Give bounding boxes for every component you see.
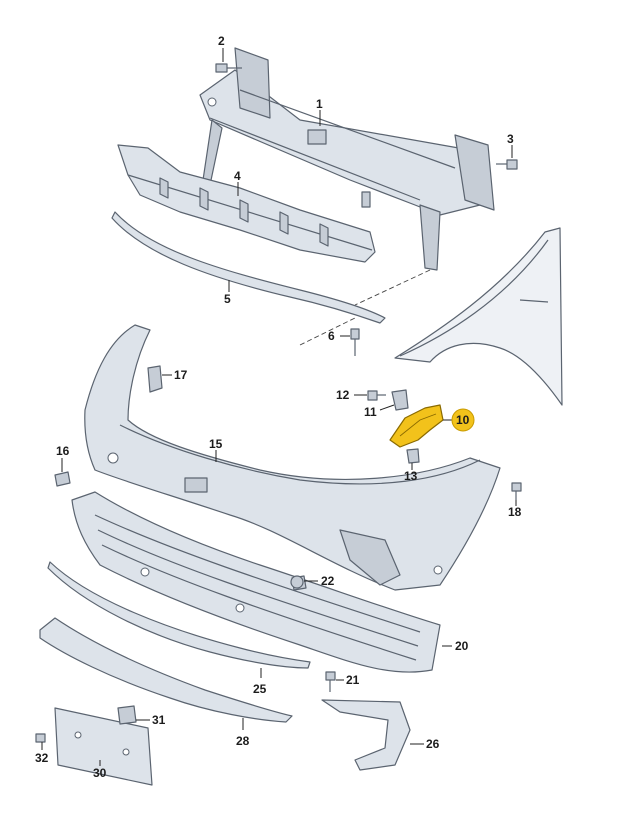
license-plate-holder (54, 707, 153, 786)
callout-6: 6 (328, 329, 350, 343)
screw-18 (511, 482, 522, 500)
upper-strip (111, 211, 386, 324)
callout-label: 5 (224, 292, 231, 306)
callout-label: 2 (218, 34, 225, 48)
callout-label: 6 (328, 329, 335, 343)
lower-grille (71, 491, 441, 673)
bracket-11 (391, 389, 409, 411)
guide-bracket-highlighted (389, 404, 444, 448)
callout-21: 21 (336, 673, 360, 687)
callout-12: 12 (336, 388, 367, 402)
callout-label: 20 (455, 639, 469, 653)
callout-1: 1 (316, 97, 323, 126)
callout-label: 31 (152, 713, 166, 727)
callout-32: 32 (35, 742, 49, 765)
nut-22 (290, 575, 304, 589)
callout-label: 17 (174, 368, 188, 382)
callout-5: 5 (224, 280, 231, 306)
callout-15: 15 (209, 437, 223, 462)
callout-13: 13 (404, 463, 418, 483)
callout-label: 28 (236, 734, 250, 748)
callout-label: 4 (234, 169, 241, 183)
bracket-17 (147, 365, 163, 393)
callout-25: 25 (253, 668, 267, 696)
lower-spoiler (39, 617, 293, 723)
callout-label: 11 (364, 405, 377, 419)
screw-32 (35, 733, 46, 743)
guide-line (354, 269, 431, 306)
callout-17: 17 (162, 368, 188, 382)
trim-strip (47, 561, 311, 669)
callout-label: 13 (404, 469, 418, 483)
highlight-badge (451, 408, 475, 432)
callout-30: 30 (93, 760, 107, 780)
callout-28: 28 (236, 718, 250, 748)
fog-lamp-trim (321, 699, 411, 771)
guide-line (299, 317, 356, 346)
callout-2: 2 (218, 34, 225, 62)
callout-4: 4 (234, 169, 241, 196)
callout-11: 11 (364, 404, 395, 419)
callout-18: 18 (508, 500, 522, 519)
callout-label: 15 (209, 437, 223, 451)
bolt-2 (215, 63, 242, 73)
callout-label: 1 (316, 97, 323, 111)
callout-16: 16 (56, 444, 70, 472)
bumper-cover (84, 324, 501, 591)
callout-label: 25 (253, 682, 267, 696)
clip-16 (54, 471, 71, 487)
callout-label: 3 (507, 132, 514, 146)
callout-10-highlighted: 10 (443, 408, 475, 432)
callout-label: 26 (426, 737, 440, 751)
callout-20: 20 (442, 639, 469, 653)
screw-6 (350, 328, 360, 356)
callout-3: 3 (507, 132, 514, 158)
callout-label: 12 (336, 388, 350, 402)
bolt-3 (496, 159, 518, 170)
callout-label: 18 (508, 505, 522, 519)
clip-13 (406, 448, 420, 464)
bracket-31 (117, 705, 137, 725)
callout-label: 21 (346, 673, 360, 687)
screw-21 (325, 671, 336, 692)
callout-22: 22 (304, 574, 335, 588)
bumper-reinforcement (199, 47, 495, 271)
fender (394, 227, 563, 406)
callout-label: 16 (56, 444, 70, 458)
callout-label: 22 (321, 574, 335, 588)
bolt-12 (367, 390, 386, 401)
callout-label: 30 (93, 766, 107, 780)
callout-label: 32 (35, 751, 49, 765)
callout-label: 10 (456, 413, 470, 427)
energy-absorber (117, 144, 376, 263)
callout-31: 31 (136, 713, 166, 727)
callout-26: 26 (410, 737, 440, 751)
